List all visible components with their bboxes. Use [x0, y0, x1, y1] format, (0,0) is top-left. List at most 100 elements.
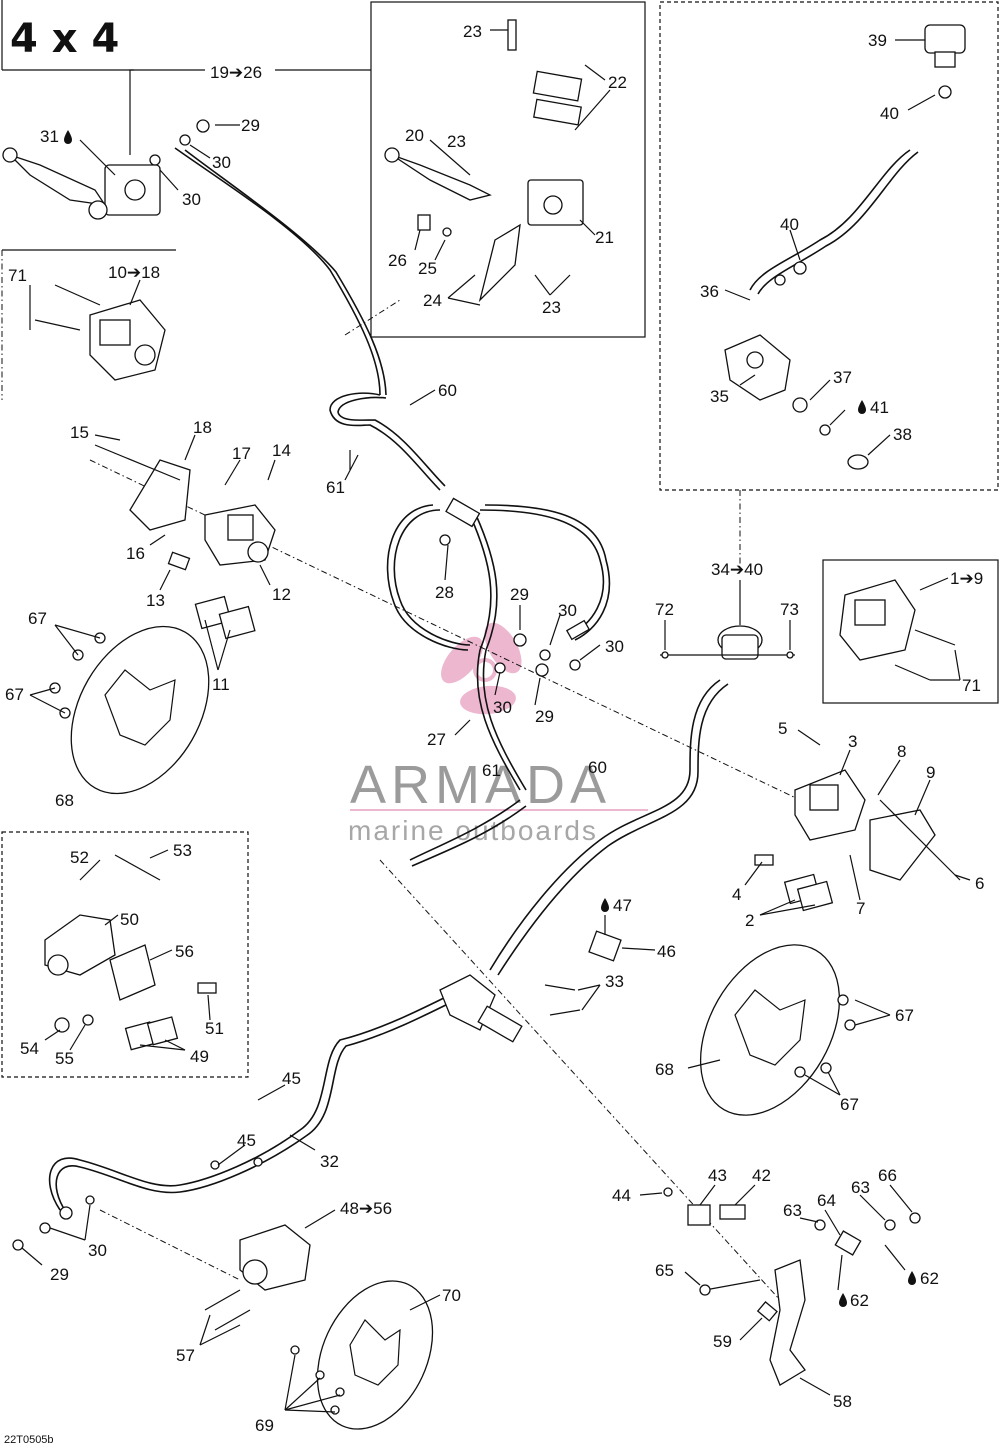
- label-61: 61: [326, 478, 345, 497]
- label-28: 28: [435, 583, 454, 602]
- label-12: 12: [272, 585, 291, 604]
- fluid-drop-icon: [908, 1271, 916, 1285]
- label-63: 63: [851, 1178, 870, 1197]
- label-51: 51: [205, 1019, 224, 1038]
- label-15: 15: [70, 423, 89, 442]
- label-63: 63: [783, 1201, 802, 1220]
- label-48-56: 48➔56: [340, 1199, 392, 1218]
- label-67: 67: [840, 1095, 859, 1114]
- callout-leaders: [21, 29, 971, 1413]
- label-65: 65: [655, 1261, 674, 1280]
- label-38: 38: [893, 425, 912, 444]
- front-right-brake-disc: [699, 944, 856, 1116]
- label-22: 22: [608, 73, 627, 92]
- label-68: 68: [655, 1060, 674, 1079]
- front-left-brake-disc: [49, 625, 210, 795]
- caliper-48-56-inset: [44, 854, 217, 1051]
- label-39: 39: [868, 31, 887, 50]
- reservoir-34-40: [660, 625, 795, 660]
- rear-master-cylinder-assembly: [724, 24, 966, 470]
- armada-watermark: ARMADA marine outboards: [348, 622, 648, 846]
- label-68: 68: [55, 791, 74, 810]
- front-right-caliper: [754, 769, 961, 912]
- label-30: 30: [212, 153, 231, 172]
- front-master-cylinder-assembly: [2, 119, 210, 220]
- part-number-labels: 19➔26 31 29 30 30 23 22 20 23 21 26 25 2…: [5, 22, 984, 1435]
- label-17: 17: [232, 444, 251, 463]
- label-4: 4: [732, 885, 741, 904]
- label-46: 46: [657, 942, 676, 961]
- fluid-drop-icon: [858, 400, 866, 414]
- brake-hose-lines: [48, 147, 919, 1213]
- label-29: 29: [50, 1265, 69, 1284]
- label-10-18: 10➔18: [108, 263, 160, 282]
- inset-caliper-1-9-box: [822, 559, 999, 704]
- label-11: 11: [212, 675, 230, 694]
- label-40: 40: [880, 104, 899, 123]
- label-73: 73: [780, 600, 799, 619]
- label-34-40: 34➔40: [711, 560, 763, 579]
- label-67: 67: [895, 1006, 914, 1025]
- label-23: 23: [542, 298, 561, 317]
- label-59: 59: [713, 1332, 732, 1351]
- label-3: 3: [848, 732, 857, 751]
- label-19-26: 19➔26: [210, 63, 262, 82]
- label-29: 29: [241, 116, 260, 135]
- rear-junction-and-switch: [439, 930, 622, 1043]
- label-9: 9: [926, 763, 935, 782]
- label-23: 23: [447, 132, 466, 151]
- label-58: 58: [833, 1392, 852, 1411]
- label-41: 41: [870, 398, 889, 417]
- label-20: 20: [405, 126, 424, 145]
- label-57: 57: [176, 1346, 195, 1365]
- label-29: 29: [510, 585, 529, 604]
- label-14: 14: [272, 441, 291, 460]
- label-36: 36: [700, 282, 719, 301]
- label-62: 62: [850, 1291, 869, 1310]
- label-67: 67: [28, 609, 47, 628]
- label-30: 30: [88, 1241, 107, 1260]
- label-42: 42: [752, 1166, 771, 1185]
- label-37: 37: [833, 368, 852, 387]
- label-16: 16: [126, 544, 145, 563]
- fluid-drop-icon: [839, 1293, 847, 1307]
- label-64: 64: [817, 1191, 836, 1210]
- label-30: 30: [605, 637, 624, 656]
- label-70: 70: [442, 1286, 461, 1305]
- label-53: 53: [173, 841, 192, 860]
- label-61: 61: [482, 761, 501, 780]
- label-29: 29: [535, 707, 554, 726]
- label-6: 6: [975, 874, 984, 893]
- label-50: 50: [120, 910, 139, 929]
- label-54: 54: [20, 1039, 39, 1058]
- label-62: 62: [920, 1269, 939, 1288]
- title-block: 4 x 4: [1, 0, 134, 71]
- brake-pedal-assembly: [663, 1187, 921, 1386]
- caliper-10-18: [34, 284, 166, 381]
- label-56: 56: [175, 942, 194, 961]
- label-30: 30: [493, 698, 512, 717]
- label-40: 40: [780, 215, 799, 234]
- label-45: 45: [237, 1131, 256, 1150]
- label-30: 30: [182, 190, 201, 209]
- label-30: 30: [558, 601, 577, 620]
- label-5: 5: [778, 719, 787, 738]
- label-8: 8: [897, 742, 906, 761]
- fluid-drop-icon: [601, 898, 609, 912]
- inset-caliper-48-56-box: [1, 831, 249, 1078]
- label-44: 44: [612, 1186, 631, 1205]
- label-27: 27: [427, 730, 446, 749]
- label-32: 32: [320, 1152, 339, 1171]
- inset-caliper-10-18-box: [1, 249, 176, 400]
- label-24: 24: [423, 291, 442, 310]
- label-66: 66: [878, 1166, 897, 1185]
- front-left-caliper: [94, 444, 276, 640]
- label-49: 49: [190, 1047, 209, 1066]
- hose-junction-block: [439, 497, 591, 677]
- watermark-brand: ARMADA: [350, 755, 611, 815]
- caliper-1-9-inset: [839, 579, 956, 681]
- label-25: 25: [418, 259, 437, 278]
- watermark-tagline: marine outboards: [348, 815, 598, 846]
- label-35: 35: [710, 387, 729, 406]
